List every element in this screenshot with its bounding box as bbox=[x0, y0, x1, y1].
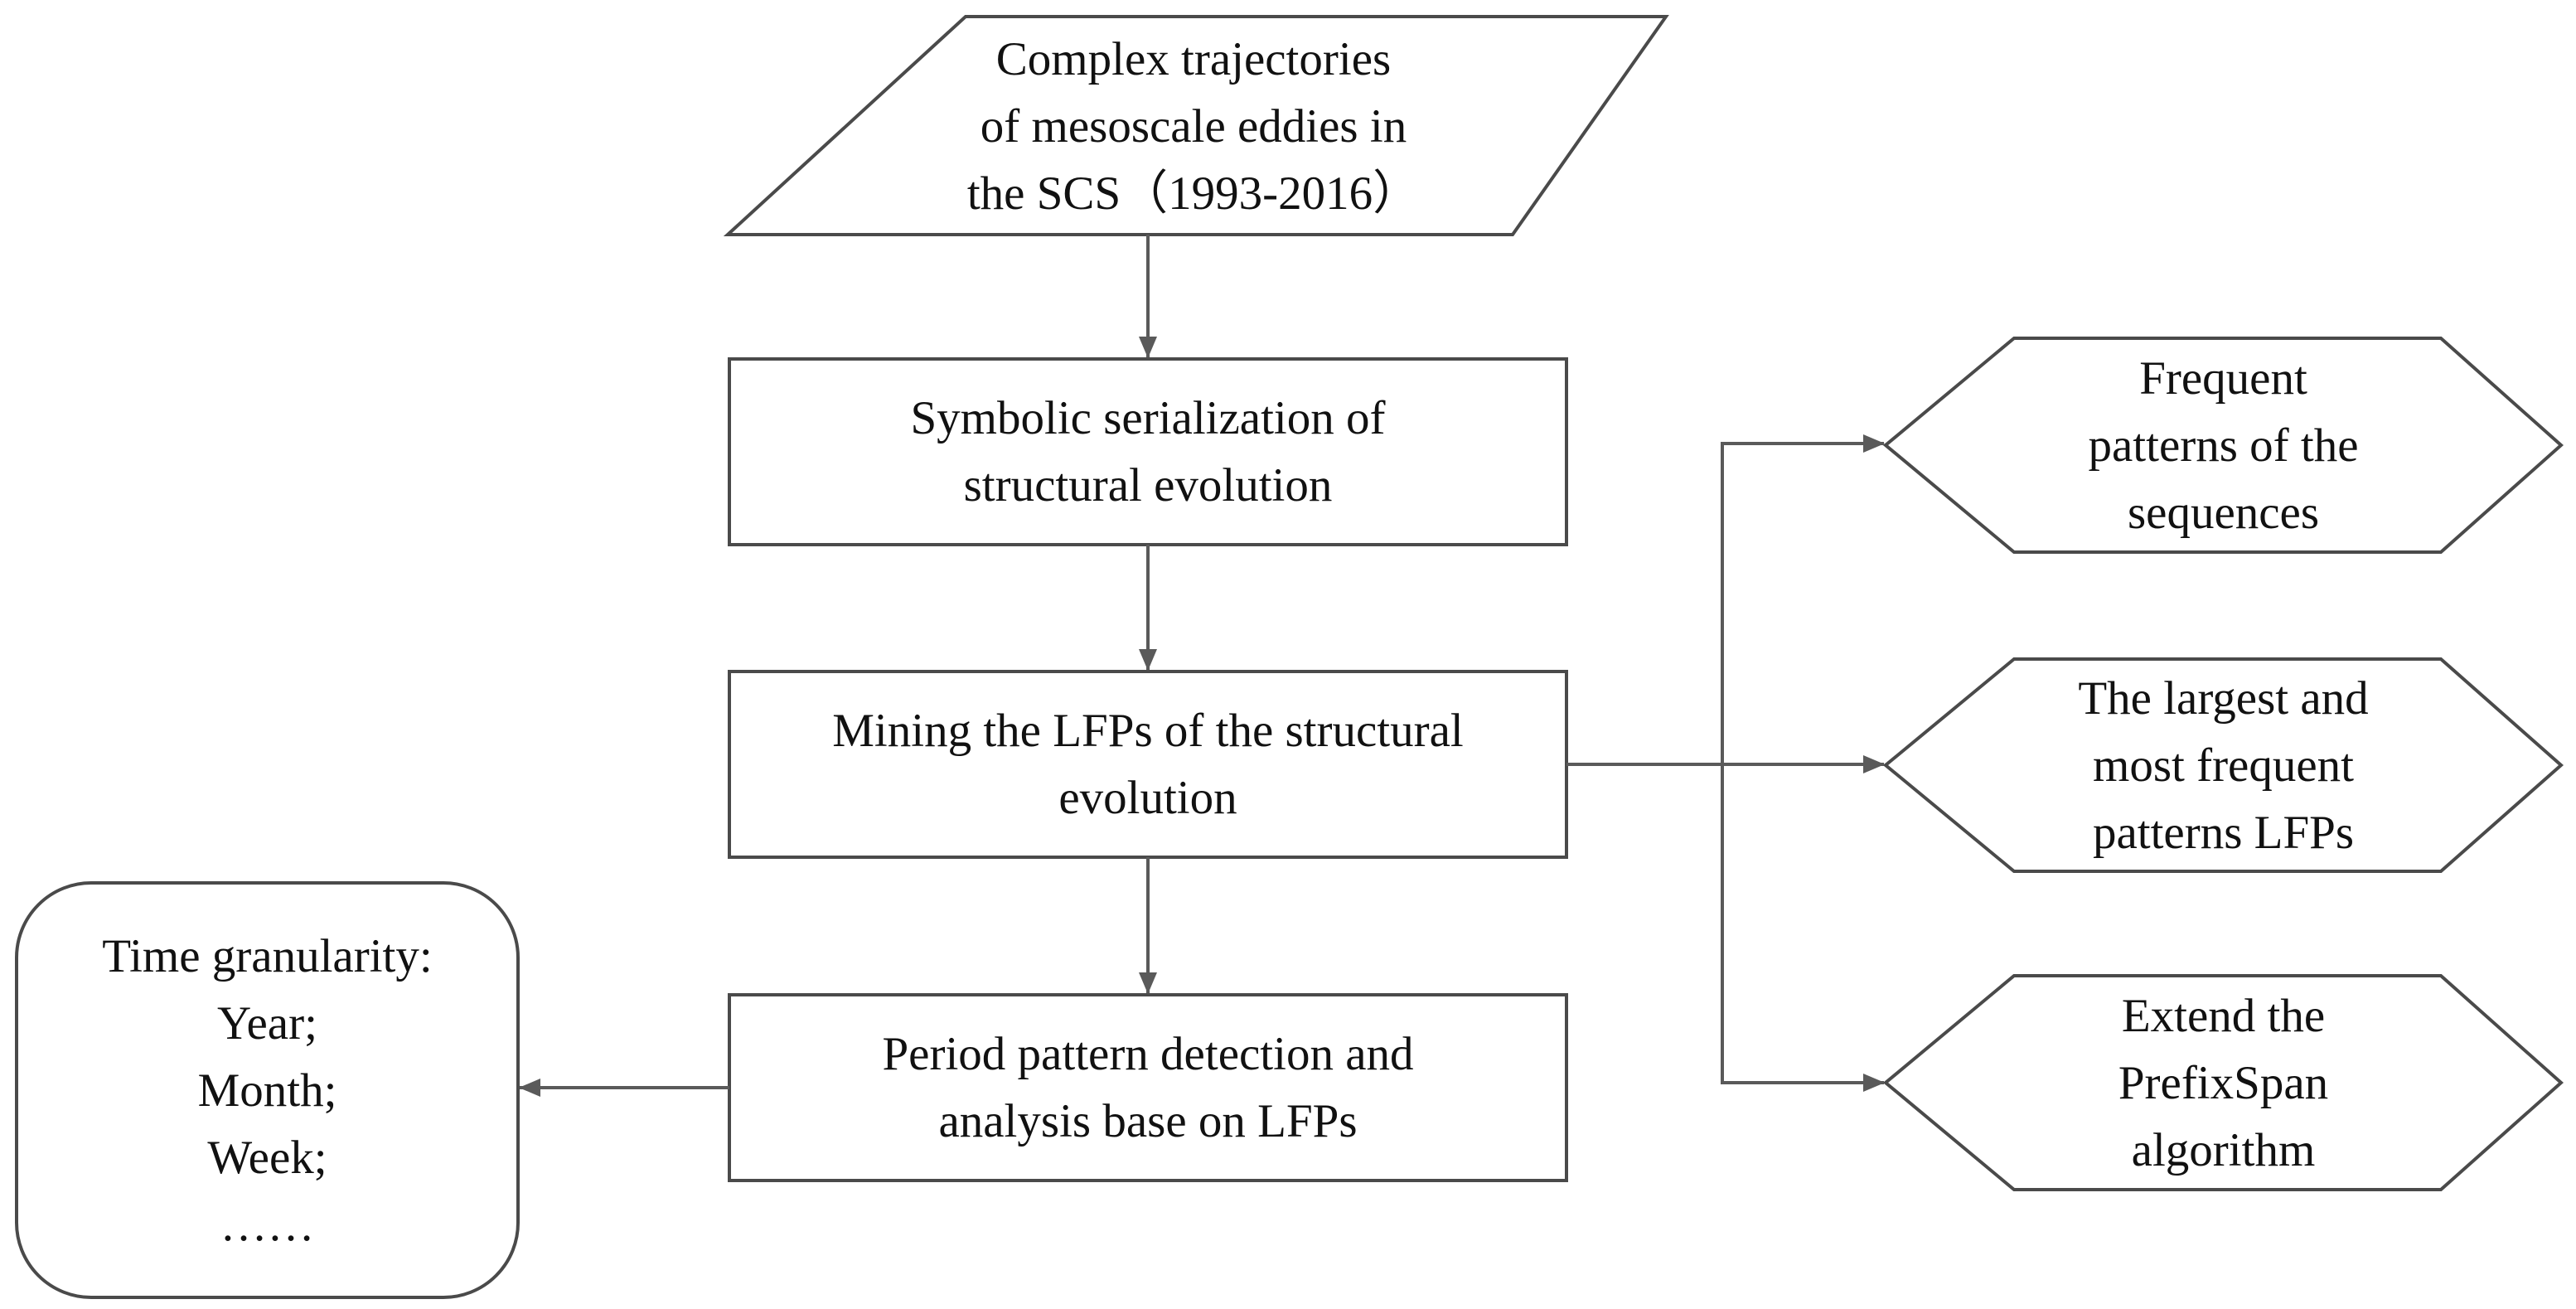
out1-label: Frequent patterns of the sequences bbox=[2088, 351, 2359, 539]
out1-hexagon bbox=[1882, 337, 2564, 554]
input-parallelogram bbox=[723, 15, 1669, 236]
step2-label: Mining the LFPs of the structural evolut… bbox=[832, 705, 1464, 824]
step1-label: Symbolic serialization of structural evo… bbox=[910, 392, 1386, 511]
step3-label: Period pattern detection and analysis ba… bbox=[882, 1028, 1414, 1147]
out2-label: The largest and most frequent patterns L… bbox=[2078, 671, 2369, 859]
out2-hexagon bbox=[1882, 657, 2564, 873]
granularity-box bbox=[15, 881, 520, 1299]
step3-box bbox=[728, 993, 1568, 1182]
input-label: Complex trajectories of mesoscale eddies… bbox=[966, 33, 1421, 220]
out3-hexagon bbox=[1882, 974, 2564, 1191]
out3-label: Extend the PrefixSpan algorithm bbox=[2118, 989, 2329, 1176]
granularity-label: Time granularity: Year; Month; Week; …… bbox=[102, 929, 433, 1251]
step1-box bbox=[728, 357, 1568, 546]
